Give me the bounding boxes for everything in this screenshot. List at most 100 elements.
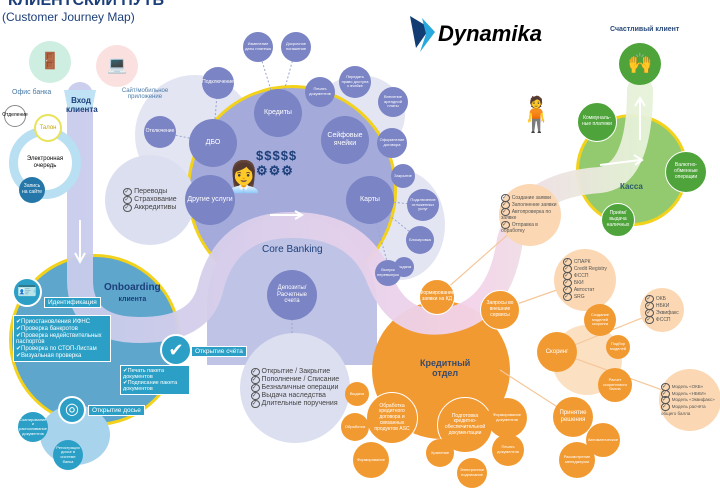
docs-storage-bubble[interactable]: Хранение (426, 439, 454, 467)
logo-text: Dynamika (438, 21, 542, 46)
dbo-connect-bubble[interactable]: Подключение (202, 67, 234, 99)
laptop-user-icon: 💻 (96, 45, 138, 87)
bki-list: ОКБНБКИЭквифаксФССП (640, 288, 684, 332)
deposits-list: Открытие / ЗакрытиеПополнение / Списание… (240, 333, 350, 443)
list-item: Открытие / Закрытие (251, 368, 339, 376)
list-item: Отправка в обработку (501, 222, 559, 235)
office-icon: 🚪 (29, 41, 71, 83)
scoring-create-bubble[interactable]: Создание моделей скоринга (584, 304, 616, 336)
onboarding-title: Onboarding клиента (104, 282, 161, 304)
safe-print-bubble[interactable]: Печать документов (305, 77, 335, 107)
account-opening-tag: Открытие счёта (191, 346, 247, 357)
queue-label: Электронная очередь (26, 156, 64, 169)
check-item: Проверка банкротов (16, 325, 108, 332)
happy-client-label: Счастливый клиент (610, 26, 680, 33)
list-item: Модель «Эквифакс» (661, 397, 719, 404)
list-item: SRG (563, 294, 607, 301)
logo: Dynamika (408, 14, 542, 54)
asc-process-bubble[interactable]: Обработка (341, 413, 369, 441)
card-services-bubble[interactable]: Подключение отложенных услуг (407, 189, 439, 221)
dossier-register-bubble: Регистрация досье в системе банка (53, 440, 83, 470)
card-reissue-bubble[interactable]: Выпуск перевыпуск (375, 260, 401, 286)
list-item: Страхование (123, 196, 177, 204)
list-item: Модель расчёта общего балла (661, 404, 719, 416)
docs-print-bubble[interactable]: Печать документов (492, 434, 524, 466)
happy-client-icon: 🙌 (619, 43, 661, 85)
change-date-bubble[interactable]: Изменение даты платежа (243, 32, 273, 62)
list-item: Создание заявки (501, 195, 559, 202)
check-item: Проверка по СТОП-Листам (16, 345, 108, 352)
list-item: Выдача наследства (251, 392, 339, 400)
safe-rent-bubble[interactable]: Внесение арендной платы (378, 87, 408, 117)
other-services-bubble[interactable]: Другие услуги (185, 175, 235, 225)
check-item: Визуальная проверка (16, 352, 108, 359)
ticket-bubble: Талон (34, 114, 62, 142)
onboarding-subtitle: клиента (118, 296, 147, 303)
cash-title: Касса (620, 182, 643, 191)
card-block-bubble[interactable]: Блокировка (406, 226, 434, 254)
identification-tag: Идентификация (44, 297, 101, 308)
credits-bubble[interactable]: Кредиты (254, 89, 302, 137)
check-item: Приостановления ИФНС (16, 318, 108, 325)
asc-form-bubble[interactable]: Формирование (353, 442, 389, 478)
scoring-bubble[interactable]: Скоринг (537, 332, 577, 372)
identification-checklist: Приостановления ИФНСПроверка банкротовПр… (13, 315, 111, 362)
list-item: Безналичные операции (251, 384, 339, 392)
external-requests-bubble[interactable]: Запросы во внешние сервисы (480, 290, 520, 330)
decision-review-bubble[interactable]: Рассмотрение менеджером (559, 442, 595, 478)
list-item: НБКИ (645, 303, 679, 310)
list-item: Автопроверка по заявке (501, 209, 559, 222)
list-item: Эквифакс (645, 310, 679, 317)
decision-bubble[interactable]: Принятие решения (553, 397, 593, 437)
checkmark-icon: ✔ (160, 334, 192, 366)
list-item: Аккредитивы (123, 204, 176, 212)
deposits-bubble[interactable]: Депозиты/ Расчетные счета (267, 270, 317, 320)
utilities-bubble[interactable]: Коммуналь-ные платежи (577, 102, 617, 142)
onboarding-title-text: Onboarding (104, 282, 161, 293)
list-item: ФССП (563, 273, 607, 280)
safe-deposit-bubble[interactable]: Сейфовые ячейки (321, 116, 369, 164)
list-item: СПАРК (563, 259, 607, 266)
early-repayment-bubble[interactable]: Досрочное погашение (281, 32, 311, 62)
models-list: Модель «ОКБ»Модель «НБКИ»Модель «Эквифак… (659, 369, 720, 431)
id-card-icon: 🪪 (12, 277, 42, 307)
list-item: Автостат (563, 287, 607, 294)
asc-issue-bubble[interactable]: Выдача (345, 382, 369, 406)
office-label: Офис банка (12, 89, 52, 96)
docs-form-bubble[interactable]: Формирование документов (487, 398, 527, 438)
cash-io-bubble[interactable]: Приём/ выдача наличных (601, 203, 635, 237)
logo-mark-icon (410, 16, 435, 52)
dbo-bubble[interactable]: ДБО (189, 119, 237, 167)
fx-bubble[interactable]: Валютно-обменные операции (665, 151, 707, 193)
docs-esign-bubble[interactable]: Электронное подписание (457, 458, 487, 488)
credit-title-text: Кредитный (420, 358, 471, 368)
application-bubble[interactable]: Формирование заявки на КД (419, 279, 455, 315)
site-label: Сайт/мобильное приложение (121, 88, 169, 100)
list-item: Credit Registry (563, 266, 607, 273)
safe-contract-bubble[interactable]: Оформление договора (377, 128, 407, 158)
application-list: Создание заявкиЗаполнение заявкиАвтопров… (499, 184, 561, 246)
check-item: Подписание пакета документов (123, 380, 187, 392)
list-item: Пополнение / Списание (251, 376, 340, 384)
external-services-list: СПАРКCredit RegistryФССПБКИАвтостатSRG (554, 249, 616, 311)
page-title: КЛИЕНТСКИЙ ПУТЬ (8, 0, 164, 9)
list-item: Длительные поручения (251, 400, 339, 408)
card-close-bubble[interactable]: Закрытие (391, 164, 415, 188)
list-item: ФССП (645, 317, 679, 324)
list-item: ОКБ (645, 296, 679, 303)
check-item: Проверка недействительных паспортов (16, 332, 108, 345)
scoring-calc-bubble[interactable]: Расчет скорингового балла (598, 368, 632, 402)
asc-bubble[interactable]: Обработка кредитного договора и связанны… (366, 392, 418, 444)
booking-bubble: Запись на сайте (19, 177, 45, 203)
scoring-pick-bubble[interactable]: Подбор моделей (606, 335, 630, 359)
check-item: Печать пакета документов (123, 368, 187, 380)
page-subtitle: (Customer Journey Map) (2, 10, 135, 24)
dbo-disconnect-bubble[interactable]: Отключение (144, 116, 176, 148)
branch-bubble: Отделение (2, 105, 28, 127)
list-item: Модель «ОКБ» (661, 384, 719, 391)
cards-bubble[interactable]: Карты (346, 176, 394, 224)
client-figure: 🧍 (515, 96, 558, 134)
dossier-tag: Открытие досье (88, 405, 145, 416)
safe-access-bubble[interactable]: Передать право доступа к ячейке (339, 66, 371, 98)
